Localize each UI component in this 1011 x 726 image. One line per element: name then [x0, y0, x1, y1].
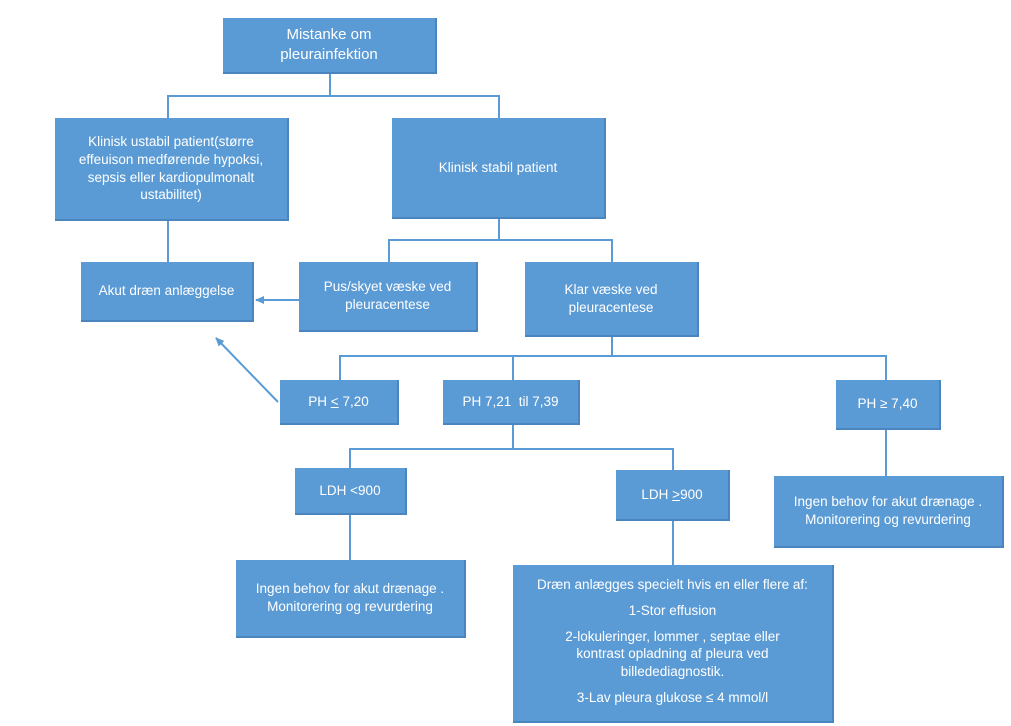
pus-cloudy-fluid-box: Pus/skyet væske ved pleuracentese — [299, 262, 478, 332]
clinically-unstable-patient-box: Klinisk ustabil patient(større effeuison… — [55, 118, 289, 221]
node-label-line: Mistanke om — [286, 26, 372, 44]
node-label-line: Klinisk ustabil patient(større — [88, 133, 254, 149]
ph-label: PH — [308, 393, 331, 409]
node-label-line: Ingen behov for akut drænage . — [793, 494, 983, 510]
criteria-item-2-line: kontrast opladning af pleura ved — [576, 646, 769, 662]
edge-phlow-to-akut — [215, 337, 279, 403]
ph-mid-box: PH 7,21 til 7,39 — [443, 380, 580, 425]
clear-fluid-box: Klar væske ved pleuracentese — [525, 262, 699, 337]
node-label-line: pleuracentese — [568, 299, 654, 315]
node-label-line: PH < 7,20 — [308, 393, 368, 411]
ldh-low-box: LDH <900 — [295, 468, 407, 515]
node-label-line: Klinisk stabil patient — [438, 159, 558, 175]
drain-criteria-box: Dræn anlægges specielt hvis en eller fle… — [513, 565, 834, 723]
node-label-line: Ingen behov for akut drænage . — [255, 581, 445, 597]
ph-value: 7,20 — [338, 393, 369, 409]
node-label-line: Akut dræn anlæggelse — [98, 283, 235, 299]
criteria-item-2: 2-lokuleringer, lommer , septae eller ko… — [565, 628, 780, 681]
node-label-line: Monitorering og revurdering — [805, 512, 971, 527]
criteria-header: Dræn anlægges specielt hvis en eller fle… — [537, 577, 808, 592]
criteria-item-3: 3-Lav pleura glukose ≤ 4 mmol/l — [576, 690, 769, 706]
ph-low-box: PH < 7,20 — [280, 380, 399, 425]
criteria-item-1: 1-Stor effusion — [628, 602, 717, 618]
suspicion-pleural-infection-box: Mistanke om pleurainfektion — [223, 18, 437, 74]
edge-root-split — [167, 74, 331, 118]
edge-klar-to-phhigh — [612, 355, 887, 380]
edge-klar-split — [339, 337, 613, 380]
no-acute-drainage-box-left: Ingen behov for akut drænage . Monitorer… — [236, 560, 466, 638]
node-label-line: ustabilitet) — [140, 187, 202, 203]
greater-equal-symbol: > — [672, 486, 681, 502]
no-acute-drainage-box-right: Ingen behov for akut drænage . Monitorer… — [774, 476, 1004, 548]
node-label-line: PH ≥ 7,40 — [857, 396, 918, 412]
ldh-value: 900 — [680, 486, 703, 502]
node-label-line: Pus/skyet væske ved — [323, 279, 452, 295]
node-label-line: LDH <900 — [319, 482, 381, 498]
node-label-line: Monitorering og revurdering — [267, 599, 433, 614]
edge-phmid-to-ldhhigh — [513, 448, 674, 470]
ldh-label: LDH — [641, 486, 673, 502]
node-label-line: PH 7,21 til 7,39 — [462, 393, 559, 409]
acute-drain-placement-box: Akut dræn anlæggelse — [81, 262, 254, 322]
node-label-line: pleuracentese — [345, 297, 430, 312]
node-label-line: pleurainfektion — [280, 46, 378, 63]
edge-stabil-to-klar — [499, 239, 613, 262]
clinically-stable-patient-box: Klinisk stabil patient — [392, 118, 606, 219]
node-label-line: LDH >900 — [641, 486, 702, 504]
less-equal-symbol: < — [330, 393, 339, 409]
criteria-item-2-line: 2-lokuleringer, lommer , septae eller — [565, 628, 780, 644]
edge-phmid-split — [349, 425, 514, 468]
ph-high-box: PH ≥ 7,40 — [836, 380, 941, 430]
node-label-line: effeuison medførende hypoksi, — [78, 151, 264, 167]
edge-root-to-stabil — [330, 95, 500, 118]
node-label-line: sepsis eller kardiopulmonalt — [87, 169, 255, 185]
edge-stabil-split — [388, 219, 500, 262]
ldh-high-box: LDH >900 — [616, 470, 730, 521]
criteria-item-2-line: billedediagnostik. — [620, 664, 725, 680]
node-label-line: Klar væske ved — [564, 281, 658, 297]
